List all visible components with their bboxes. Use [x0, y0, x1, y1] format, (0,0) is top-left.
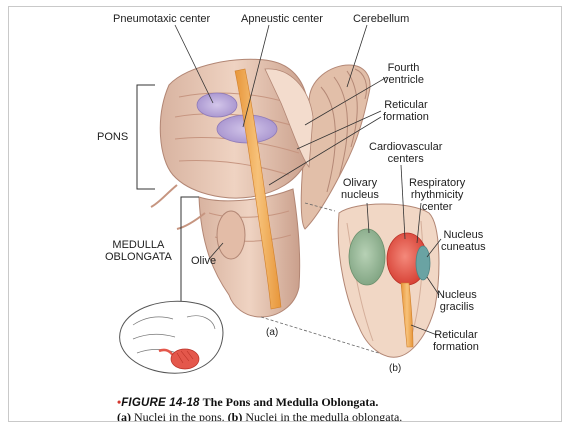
label-nucleus-cuneatus: Nucleus cuneatus [441, 229, 486, 253]
caption-title: The Pons and Medulla Oblongata. [203, 395, 379, 409]
part-label-a: (a) [266, 327, 278, 338]
caption-part-a-text: Nuclei in the pons. [134, 410, 225, 422]
pons-bracket [137, 85, 155, 189]
olive-shape [217, 211, 245, 259]
part-label-b: (b) [389, 363, 401, 374]
label-fourth-ventricle: Fourth ventricle [383, 62, 424, 86]
brainstem-a [151, 59, 370, 317]
caption-figure-number: FIGURE 14-18 [121, 397, 199, 409]
figure-frame: Pneumotaxic center Apneustic center Cere… [8, 6, 562, 422]
label-cardiovascular-centers: Cardiovascular centers [369, 141, 442, 165]
label-olive: Olive [191, 255, 216, 267]
pneumotaxic-nucleus [197, 93, 237, 117]
label-apneustic-center: Apneustic center [241, 13, 323, 25]
brainstem-illustration [9, 7, 561, 421]
label-cerebellum: Cerebellum [353, 13, 409, 25]
label-reticular-formation-b: Reticular formation [433, 329, 479, 353]
label-respiratory-rhythmicity-center: Respiratory rhythmicity center [409, 177, 465, 213]
olivary-nucleus [349, 229, 385, 285]
label-pons: PONS [97, 131, 128, 143]
label-medulla-oblongata: MEDULLA OBLONGATA [105, 239, 172, 263]
caption-part-b-label: (b) [228, 410, 243, 422]
nucleus-cuneatus [416, 246, 430, 280]
caption-part-b-text: Nuclei in the medulla oblongata. [245, 410, 402, 422]
medulla-section-b [338, 204, 439, 357]
label-nucleus-gracilis: Nucleus gracilis [437, 289, 477, 313]
label-olivary-nucleus: Olivary nucleus [341, 177, 379, 201]
caption-part-a-label: (a) [117, 410, 131, 422]
caption-line-2: (a) Nuclei in the pons. (b) Nuclei in th… [117, 410, 402, 422]
label-pneumotaxic-center: Pneumotaxic center [113, 13, 210, 25]
label-reticular-formation-a: Reticular formation [383, 99, 429, 123]
brain-inset [120, 301, 223, 373]
caption-line-1: •FIGURE 14-18 The Pons and Medulla Oblon… [117, 395, 402, 410]
figure-caption: •FIGURE 14-18 The Pons and Medulla Oblon… [117, 395, 402, 422]
